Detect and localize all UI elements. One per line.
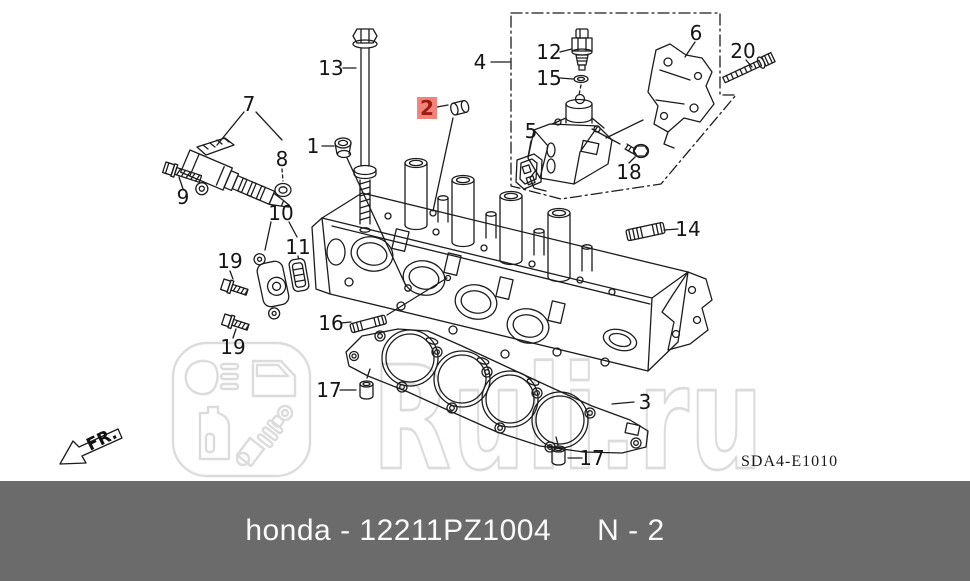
part-13-bolt <box>352 28 378 225</box>
watermark-text: Ruli.ru <box>372 337 764 481</box>
fr-arrow-label: FR. <box>83 424 120 456</box>
part-19-bolt-lower <box>220 313 250 331</box>
part-19-bolt-upper <box>219 278 249 296</box>
leader-lines <box>178 41 753 459</box>
part-18-bolt <box>624 143 650 159</box>
callout-19-lower[interactable]: 19 <box>220 335 246 359</box>
fr-direction-arrow: FR. <box>59 424 123 465</box>
headlight-icon <box>184 359 240 396</box>
footer-text-group: honda - 12211PZ1004 N - 2 <box>245 514 664 548</box>
footer-part-text: honda - 12211PZ1004 <box>245 514 552 547</box>
callout-17-bottom[interactable]: 17 <box>579 446 605 470</box>
part-12-switch <box>571 28 593 71</box>
part-17-dowel-bottom <box>551 445 566 466</box>
footer-bar: honda - 12211PZ1004 N - 2 <box>0 481 970 581</box>
part-20-bolt <box>722 51 776 84</box>
part-6-bracket <box>647 43 715 149</box>
callout-14[interactable]: 14 <box>675 217 701 241</box>
callout-13[interactable]: 13 <box>318 56 344 80</box>
part-16-stud <box>349 314 388 334</box>
callout-4[interactable]: 4 <box>473 50 487 74</box>
callout-15[interactable]: 15 <box>536 66 562 90</box>
head-gasket <box>345 328 649 454</box>
diagram-canvas: Ruli.ru <box>59 12 776 481</box>
fr-arrow-shape <box>59 428 123 465</box>
callout-1[interactable]: 1 <box>306 134 320 158</box>
callout-3[interactable]: 3 <box>638 390 652 414</box>
part-11-grommet <box>288 257 310 293</box>
diagram-code: SDA4-E1010 <box>741 453 839 470</box>
footer-page-ref: N - 2 <box>597 514 665 547</box>
part-2-dowel-pin <box>450 99 470 116</box>
part-9-bolt <box>161 161 203 183</box>
watermark-icons-frame <box>171 341 312 478</box>
callout-8[interactable]: 8 <box>275 147 289 171</box>
part-1-cap <box>334 137 352 159</box>
callout-19-upper[interactable]: 19 <box>217 249 243 273</box>
watermark-ruli: Ruli.ru <box>371 336 764 481</box>
callout-7[interactable]: 7 <box>242 92 256 116</box>
callout-2[interactable]: 2 <box>417 97 437 119</box>
callout-6[interactable]: 6 <box>689 21 703 45</box>
callout-17-left[interactable]: 17 <box>316 378 342 402</box>
callout-9[interactable]: 9 <box>176 185 190 209</box>
callout-5[interactable]: 5 <box>524 119 538 143</box>
callout-11[interactable]: 11 <box>285 235 311 259</box>
callout-16[interactable]: 16 <box>318 311 344 335</box>
callout-10[interactable]: 10 <box>268 201 294 225</box>
part-7-solenoid <box>179 137 290 208</box>
part-5-gasket <box>515 153 543 190</box>
shock-absorber-icon <box>235 404 294 468</box>
watermark-icons <box>171 341 312 478</box>
part-10-sensor <box>253 253 290 320</box>
callout-20[interactable]: 20 <box>730 39 756 63</box>
callout-18[interactable]: 18 <box>616 160 642 184</box>
part-17-dowel-left <box>359 380 374 400</box>
car-door-icon <box>251 359 297 398</box>
group-4-box <box>510 12 737 200</box>
part-14-stud <box>625 221 666 242</box>
part-15-washer <box>573 74 589 84</box>
callout-12[interactable]: 12 <box>536 40 562 64</box>
part-8-washer <box>274 182 292 198</box>
oil-can-icon <box>198 405 231 461</box>
